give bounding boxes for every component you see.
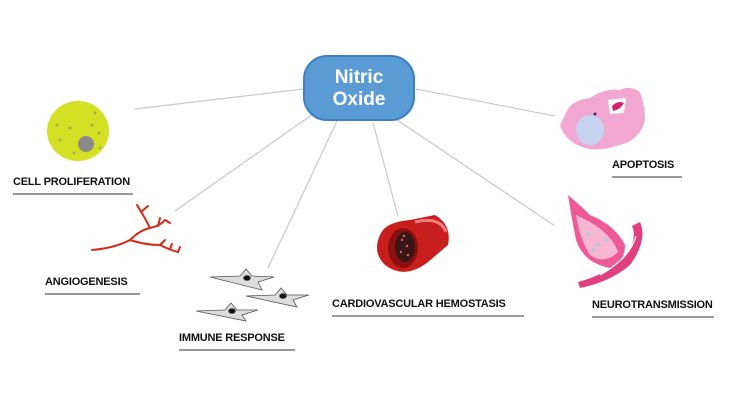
neurotransmission-synapse-icon xyxy=(568,195,643,288)
connector-immune-response xyxy=(267,120,338,269)
label-neurotransmission: NEUROTRANSMISSION xyxy=(592,299,714,318)
label-angiogenesis: ANGIOGENESIS xyxy=(45,276,140,295)
hub-label-line1: Nitric xyxy=(334,67,384,88)
nitric-oxide-hub: Nitric Oxide xyxy=(303,55,415,121)
connector-cardiovascular xyxy=(372,122,399,217)
connector-neurotransmission xyxy=(396,119,556,227)
blood-vessel-icon xyxy=(376,215,449,272)
label-apoptosis: APOPTOSIS xyxy=(612,159,682,178)
label-immune-response: IMMUNE RESPONSE xyxy=(179,332,295,351)
connector-lines xyxy=(134,88,556,269)
hub-label-line2: Oxide xyxy=(332,89,386,110)
label-cell-proliferation: CELL PROLIFERATION xyxy=(13,176,133,195)
label-cardiovascular-hemostasis: CARDIOVASCULAR HEMOSTASIS xyxy=(332,298,524,317)
angiogenesis-icon xyxy=(91,204,181,253)
connector-cell-proliferation xyxy=(134,88,304,110)
immune-cells-icon xyxy=(195,268,310,322)
connector-apoptosis xyxy=(415,88,556,117)
cell-proliferation-icon xyxy=(47,101,109,161)
apoptosis-cell-icon xyxy=(560,87,645,150)
connector-angiogenesis xyxy=(174,113,314,212)
